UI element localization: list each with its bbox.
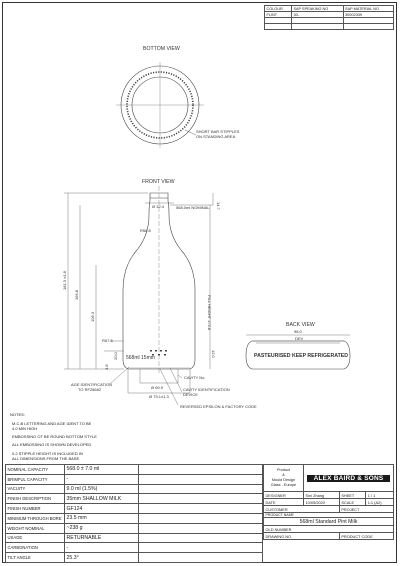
drawing-no-label: DRAWING NO.: [263, 532, 340, 540]
sheet-value: 1 / 1: [365, 491, 394, 499]
designer-value: Sini Zhang: [303, 491, 340, 499]
spec-label: FINISH DESCRIPTION: [5, 493, 65, 505]
date-label: DATE: [263, 498, 304, 506]
dim-r58: R58.8: [140, 228, 151, 233]
dim-top-dia: Ø 32.4: [152, 204, 165, 209]
note-4-line1: 0.2 STIPPLE HEIGHT IS INCLUDED IN: [12, 451, 83, 456]
dim-106: 106.3: [90, 311, 95, 322]
note-4-line2: ALL DIMENSIONS FROM THE BASE: [12, 456, 80, 461]
dim-3-8: 3.8: [104, 364, 109, 370]
header-table: COLOUR SAP SPEAKING NO SAP MATERIAL NO F…: [264, 5, 395, 30]
cavity-id-line2: DEVICE: [183, 392, 198, 397]
scale-value: 1:1 (A2): [365, 498, 394, 506]
spec-label: WEIGHT NOMINAL: [5, 522, 65, 534]
product-code-label: PRODUCT CODE: [338, 532, 395, 540]
dim-20: 20.0: [113, 351, 118, 360]
dim-fill-height: FILL HEIGHT 172.8: [207, 295, 212, 331]
bottom-view: [116, 62, 204, 148]
embossing-marks: [150, 350, 167, 356]
back-view: [245, 334, 351, 370]
notes-title: NOTES:: [10, 412, 25, 417]
spec-label: CARBONATION: [5, 542, 65, 554]
customer-label: CUSTOMER: [263, 505, 340, 513]
dim-12: 12.0: [211, 350, 216, 359]
product-line4: Glass - Europe: [270, 483, 297, 487]
spec-value: -: [64, 542, 139, 554]
spec-label: VACUITY: [5, 483, 65, 495]
bottom-note-line2: ON STANDING AREA: [196, 134, 236, 139]
note-1-line2: 4.0 MIN HIGH: [12, 426, 38, 431]
cavity-no: CAVITY No.: [184, 375, 205, 380]
dimension-lines: [64, 192, 214, 406]
note-3: ALL EMBOSSING IS SHOWN DEVELOPED: [12, 442, 92, 447]
back-view-title: BACK VIEW: [286, 322, 315, 328]
spec-value: 23.5 mm: [64, 512, 139, 524]
bottle-outline: [122, 186, 196, 375]
note-1-line1: M.C.B LETTERING AND AGE IDENT TO BE: [12, 421, 92, 426]
spec-label: TILT ANGLE: [5, 552, 65, 563]
spec-value: 35mm SHALLOW MILK: [64, 493, 139, 505]
scale-label: SCALE: [338, 498, 367, 506]
bottom-note-line1: SHORT BAR STIPPLES: [196, 129, 240, 134]
spec-value: RETURNABLE: [64, 532, 139, 544]
product-line1: Product: [276, 468, 291, 472]
product-line2: &: [282, 473, 285, 477]
dim-overall-height: 181.3 ±1.8: [62, 270, 67, 290]
spec-row: BRIMFUL CAPACITY-: [5, 473, 263, 485]
age-id-line1: AGE IDENTIFICATION: [71, 382, 112, 387]
spec-value: -: [64, 473, 139, 485]
back-dim: 98.0: [294, 329, 303, 334]
title-block: Product & Mould Design Glass - Europe AL…: [263, 464, 395, 540]
dim-base-inner: Ø 60.9: [151, 385, 164, 390]
sheet-label: SHEET: [338, 491, 367, 499]
spec-row: WEIGHT NOMINAL~238 g: [5, 522, 263, 534]
back-dev: DEV: [295, 336, 304, 341]
spec-value: 9.0 ml (1.5%): [64, 483, 139, 495]
drawing-sheet: [2, 2, 397, 563]
dim-base-outer: Ø 79.1±1.3: [149, 394, 170, 399]
cavity-id-line1: CAVITY IDENTIFICATION: [183, 387, 230, 392]
age-id-line2: TO RF28682: [78, 387, 102, 392]
spec-row: CARBONATION-: [5, 542, 263, 554]
dim-166: 166.8: [74, 289, 79, 300]
spec-label: NOMINAL CAPACITY: [5, 464, 65, 475]
spec-label: FINISH NUMBER: [5, 503, 65, 514]
spec-label: BRIMFUL CAPACITY: [5, 473, 65, 485]
spec-value: 568.0 ± 7.0 ml: [64, 464, 139, 475]
spec-value: GF124: [64, 503, 139, 514]
dim-568-nominal: 568.0ml NOMINAL: [176, 205, 210, 210]
front-view-title: FRONT VIEW: [142, 179, 175, 185]
old-number-label: OLD NUMBER: [263, 525, 394, 533]
spec-value: 25.3°: [64, 552, 139, 563]
date-value: 10/05/2020: [303, 498, 340, 506]
note-2: EMBOSSING OT BE ROUND BOTTOM STYLE: [12, 434, 97, 439]
spec-label: MINIMUM THROUGH BORE: [5, 512, 65, 524]
company-logo: ALEX BAIRD & SONS: [307, 474, 390, 482]
bottom-view-title: BOTTOM VIEW: [143, 46, 180, 52]
reversed-epsilon: REVERSED EPSILON & FACTORY CODE: [180, 404, 257, 409]
spec-label: USAGE: [5, 532, 65, 544]
designer-label: DESIGNER: [263, 491, 304, 499]
product-name: 568ml Standard Pint Milk: [263, 517, 394, 526]
product-line3: Mould Design: [271, 478, 296, 482]
body-embossing-text: 568ml 15mm: [126, 355, 155, 361]
project-label: PROJECT: [338, 505, 395, 513]
dim-14-7: 14.7: [216, 202, 221, 211]
dim-r67: R67.5: [102, 338, 113, 343]
back-embossing: PASTEURISED KEEP REFRIGERATED: [254, 353, 348, 359]
spec-value: ~238 g: [64, 522, 139, 534]
